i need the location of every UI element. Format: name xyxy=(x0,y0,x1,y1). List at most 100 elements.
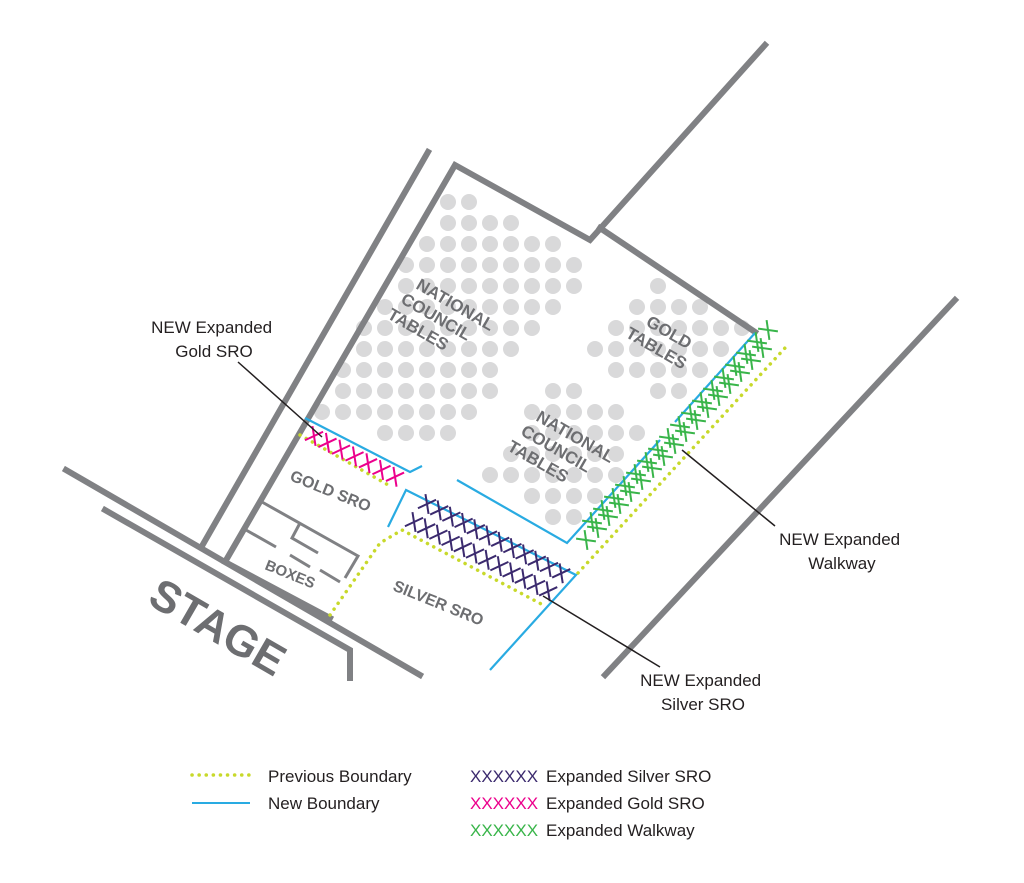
silver-sro-hatch xyxy=(454,512,474,533)
walkway-hatch xyxy=(663,433,685,455)
walkway-hatch xyxy=(652,445,674,467)
legend-silver-swatch: XXXXXX xyxy=(470,767,538,786)
silver-sro-hatch xyxy=(514,568,534,589)
silver-sro-hatch xyxy=(466,519,486,540)
table-dot xyxy=(440,341,456,357)
table-dot xyxy=(629,299,645,315)
table-dot xyxy=(461,194,477,210)
table-dot xyxy=(440,425,456,441)
table-dot xyxy=(356,404,372,420)
table-dot xyxy=(545,488,561,504)
silver-sro-hatch xyxy=(453,537,473,558)
walkway-hatch xyxy=(674,421,696,443)
table-dot xyxy=(482,467,498,483)
walkway-hatch xyxy=(696,397,718,419)
table-dot xyxy=(587,488,603,504)
table-dot xyxy=(461,341,477,357)
walkway-hatch xyxy=(702,379,724,401)
table-dot xyxy=(419,404,435,420)
gold-sro-hatch xyxy=(372,459,391,481)
table-dot xyxy=(461,215,477,231)
table-dot xyxy=(503,257,519,273)
table-dot xyxy=(335,404,351,420)
walkway-hatch xyxy=(724,355,746,377)
table-dot xyxy=(608,425,624,441)
table-dot xyxy=(398,383,414,399)
silver-sro-hatch xyxy=(539,556,559,578)
table-dot xyxy=(482,341,498,357)
gold-sro-hatch xyxy=(385,466,405,487)
table-dot xyxy=(440,236,456,252)
table-dot xyxy=(671,341,687,357)
table-dot xyxy=(566,383,582,399)
table-dot xyxy=(650,341,666,357)
table-dot xyxy=(482,383,498,399)
table-dot xyxy=(524,425,540,441)
legend-expanded-silver: Expanded Silver SRO xyxy=(546,767,711,786)
silver-sro-hatch xyxy=(515,544,535,565)
table-dot xyxy=(629,362,645,378)
table-dot xyxy=(692,341,708,357)
stage-line-inner xyxy=(100,505,353,681)
table-dot xyxy=(377,320,393,336)
table-dot xyxy=(440,320,456,336)
silver-sro-hatch xyxy=(429,500,449,521)
table-dot xyxy=(419,425,435,441)
table-dot xyxy=(503,278,519,294)
table-dot xyxy=(713,341,729,357)
table-dot xyxy=(608,341,624,357)
silver-sro-hatch xyxy=(490,531,510,552)
table-dot xyxy=(608,446,624,462)
walkway-hatch xyxy=(586,517,608,539)
table-dot xyxy=(524,278,540,294)
left-outer-wall xyxy=(197,147,433,551)
table-dot xyxy=(482,215,498,231)
walkway-hatch xyxy=(641,457,663,479)
table-dot xyxy=(524,299,540,315)
table-dot xyxy=(671,362,687,378)
table-dot xyxy=(545,299,561,315)
table-dot xyxy=(440,194,456,210)
table-dot xyxy=(440,257,456,273)
table-dot xyxy=(650,362,666,378)
legend-expanded-walkway: Expanded Walkway xyxy=(546,821,695,840)
walkway-hatch xyxy=(718,373,740,395)
table-dot xyxy=(503,215,519,231)
table-dot xyxy=(482,362,498,378)
walkway-hatch xyxy=(680,403,702,425)
table-dot xyxy=(356,383,372,399)
walkway-hatch xyxy=(608,493,630,515)
gold-sro-label: GOLD SRO xyxy=(288,468,373,516)
table-dot xyxy=(587,446,603,462)
gold-sro-hatch xyxy=(345,446,364,467)
table-dot xyxy=(503,236,519,252)
gold-sro-hatch xyxy=(358,453,378,474)
table-dot xyxy=(524,236,540,252)
table-dot xyxy=(398,278,414,294)
table-dot xyxy=(524,446,540,462)
walkway-hatch xyxy=(619,481,641,503)
table-dot xyxy=(671,320,687,336)
walkway-hatch xyxy=(636,451,658,473)
silver-sro-hatch xyxy=(502,538,522,559)
table-dot xyxy=(335,383,351,399)
walkway-hatch xyxy=(713,367,735,389)
table-dot xyxy=(314,404,330,420)
callout-silver-sro: NEW Expanded Silver SRO xyxy=(640,671,766,714)
table-dot xyxy=(377,299,393,315)
table-dot xyxy=(482,257,498,273)
table-dot xyxy=(629,425,645,441)
silver-sro-hatch xyxy=(465,543,485,564)
table-dot xyxy=(440,299,456,315)
table-dot xyxy=(629,341,645,357)
table-dot xyxy=(608,467,624,483)
table-dot xyxy=(398,404,414,420)
legend-gold-swatch: XXXXXX xyxy=(470,794,538,813)
callout-gold-sro: NEW Expanded Gold SRO xyxy=(151,318,277,361)
walls xyxy=(61,40,960,681)
silver-sro-hatch xyxy=(478,525,498,546)
silver-sro-hatch xyxy=(416,518,436,539)
table-dot xyxy=(545,467,561,483)
table-dot xyxy=(461,362,477,378)
legend-previous-boundary: Previous Boundary xyxy=(268,767,412,786)
